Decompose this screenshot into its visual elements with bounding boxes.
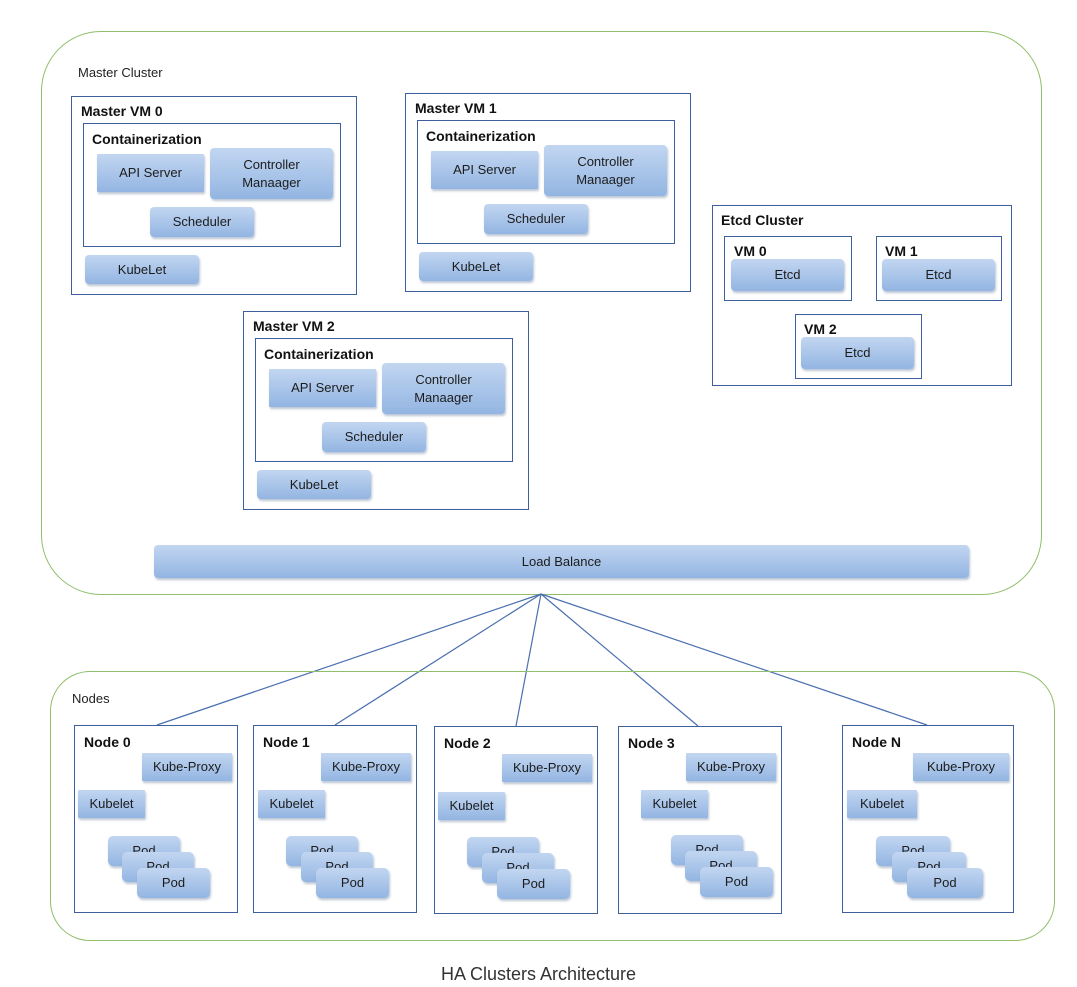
node-2: Node 2 Kube-Proxy Kubelet Pod Pod Pod: [434, 726, 598, 914]
node-3: Node 3 Kube-Proxy Kubelet Pod Pod Pod: [618, 726, 782, 914]
node-title: Node 2: [444, 735, 491, 751]
api-server-block: API Server: [431, 151, 538, 189]
master-vm-2: Master VM 2 Containerization API Server …: [243, 311, 529, 510]
kubelet-block: KubeLet: [419, 252, 533, 281]
containerization-label: Containerization: [264, 346, 374, 362]
pod-block: Pod: [497, 869, 570, 899]
kubelet-block: Kubelet: [78, 790, 145, 818]
master-vm-title: Master VM 1: [415, 100, 497, 116]
etcd-vm-2: VM 2 Etcd: [795, 314, 922, 379]
master-cluster-label: Master Cluster: [78, 65, 163, 80]
nodes-cluster-label: Nodes: [72, 691, 110, 706]
controller-manager-label: Controller Manaager: [414, 371, 473, 405]
connector-node-0: [156, 593, 542, 726]
node-0: Node 0 Kube-Proxy Kubelet Pod Pod Pod: [74, 725, 238, 913]
pod-block: Pod: [137, 868, 210, 898]
kube-proxy-block: Kube-Proxy: [913, 753, 1009, 781]
node-1: Node 1 Kube-Proxy Kubelet Pod Pod Pod: [253, 725, 417, 913]
node-title: Node 0: [84, 734, 131, 750]
controller-manager-block: Controller Manaager: [210, 148, 333, 199]
etcd-vm-0: VM 0 Etcd: [724, 236, 852, 301]
containerization-box: Containerization API Server Controller M…: [417, 120, 675, 244]
controller-manager-block: Controller Manaager: [544, 145, 667, 196]
api-server-block: API Server: [97, 154, 204, 192]
kube-proxy-block: Kube-Proxy: [502, 754, 592, 782]
etcd-vm-title: VM 0: [734, 243, 767, 259]
scheduler-block: Scheduler: [484, 204, 588, 234]
node-title: Node 1: [263, 734, 310, 750]
etcd-cluster: Etcd Cluster VM 0 Etcd VM 1 Etcd VM 2 Et…: [712, 205, 1012, 386]
kubelet-block: KubeLet: [257, 470, 371, 499]
node-n: Node N Kube-Proxy Kubelet Pod Pod Pod: [842, 725, 1014, 913]
etcd-block: Etcd: [882, 259, 995, 291]
node-title: Node N: [852, 734, 901, 750]
containerization-label: Containerization: [426, 128, 536, 144]
kube-proxy-block: Kube-Proxy: [142, 753, 232, 781]
etcd-block: Etcd: [731, 259, 844, 291]
kubelet-block: Kubelet: [258, 790, 325, 818]
kubelet-block: Kubelet: [847, 790, 917, 818]
scheduler-block: Scheduler: [322, 422, 426, 452]
etcd-vm-title: VM 2: [804, 321, 837, 337]
connector-node-2: [515, 593, 542, 727]
diagram-caption: HA Clusters Architecture: [440, 964, 637, 984]
kubelet-block: Kubelet: [641, 790, 708, 818]
nodes-cluster: [50, 671, 1055, 941]
connector-node-3: [540, 593, 699, 727]
etcd-vm-title: VM 1: [885, 243, 918, 259]
controller-manager-block: Controller Manaager: [382, 363, 505, 414]
etcd-block: Etcd: [801, 337, 914, 369]
master-vm-1: Master VM 1 Containerization API Server …: [405, 93, 691, 292]
containerization-box: Containerization API Server Controller M…: [255, 338, 513, 462]
connector-node-n: [540, 593, 928, 726]
kubelet-block: KubeLet: [85, 255, 199, 284]
etcd-vm-1: VM 1 Etcd: [876, 236, 1002, 301]
pod-block: Pod: [700, 867, 773, 897]
containerization-label: Containerization: [92, 131, 202, 147]
pod-block: Pod: [907, 868, 983, 898]
connector-node-1: [334, 593, 542, 726]
pod-block: Pod: [316, 868, 389, 898]
kube-proxy-block: Kube-Proxy: [686, 753, 776, 781]
etcd-cluster-title: Etcd Cluster: [721, 212, 804, 228]
kube-proxy-block: Kube-Proxy: [321, 753, 411, 781]
kubelet-block: Kubelet: [438, 792, 505, 820]
controller-manager-label: Controller Manaager: [576, 153, 635, 187]
containerization-box: Containerization API Server Controller M…: [83, 123, 341, 247]
controller-manager-label: Controller Manaager: [242, 156, 301, 190]
api-server-block: API Server: [269, 369, 376, 407]
scheduler-block: Scheduler: [150, 207, 254, 237]
master-vm-0: Master VM 0 Containerization API Server …: [71, 96, 357, 295]
master-vm-title: Master VM 0: [81, 103, 163, 119]
master-vm-title: Master VM 2: [253, 318, 335, 334]
load-balance-bar: Load Balance: [154, 545, 969, 578]
node-title: Node 3: [628, 735, 675, 751]
